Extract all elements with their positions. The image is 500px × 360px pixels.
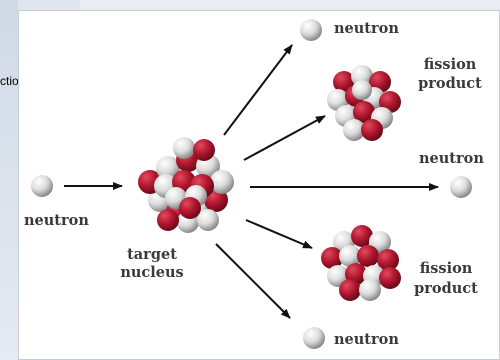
target-nucleus	[138, 137, 234, 233]
label-fission-bottom: fission	[419, 260, 473, 277]
label-neutron-top: neutron	[334, 20, 399, 37]
fission-product-bottom	[321, 225, 401, 301]
label-neutron-bottom: neutron	[334, 331, 399, 348]
neutron-bottom	[303, 327, 325, 349]
label-neutron-mid: neutron	[419, 150, 484, 167]
label-fission-top: fission	[423, 56, 477, 73]
label-target: target	[127, 246, 177, 263]
label-nucleus: nucleus	[120, 264, 184, 281]
arrow-to-neutron-bottom	[215, 243, 291, 319]
label-neutron-incoming: neutron	[24, 212, 89, 229]
fission-product-top	[327, 65, 401, 141]
incoming-neutron	[31, 175, 53, 197]
top-background-strip	[80, 0, 500, 12]
label-product-top: product	[418, 75, 482, 92]
left-background-strip	[0, 0, 18, 360]
arrow-to-fission-bottom	[245, 219, 313, 249]
clipped-side-text: ctio	[0, 74, 18, 88]
arrow-to-fission-top	[243, 115, 326, 161]
neutron-top	[300, 19, 322, 41]
label-product-bottom: product	[414, 280, 478, 297]
arrows	[64, 44, 439, 319]
neutron-mid	[450, 176, 472, 198]
arrow-to-neutron-top	[223, 44, 293, 136]
